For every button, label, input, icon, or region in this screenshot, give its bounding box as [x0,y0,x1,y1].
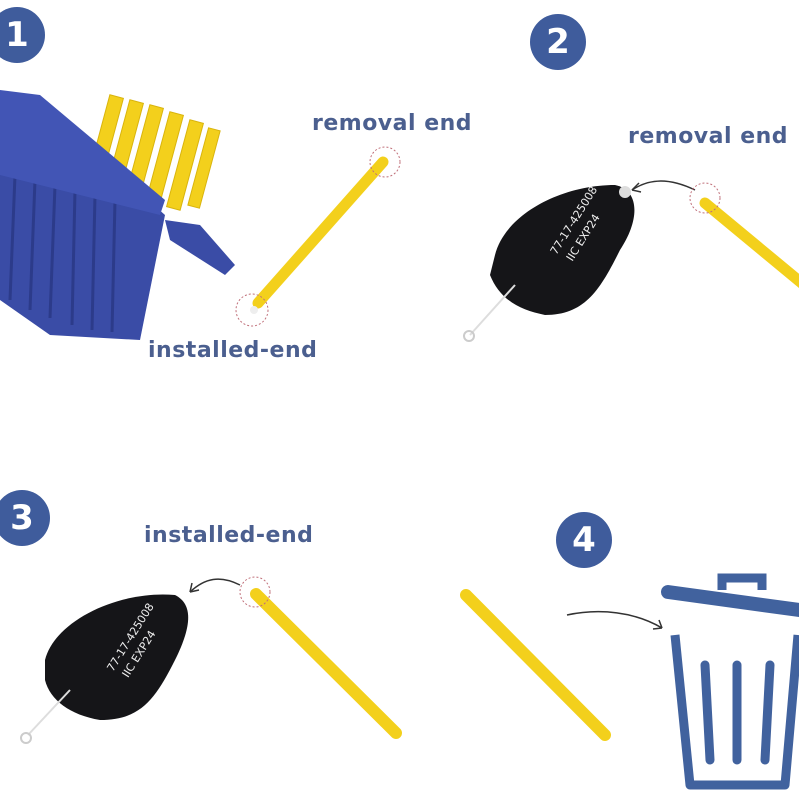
step-3-badge: 3 [0,490,50,546]
arrow-icon [566,610,663,629]
wax-guard-organizer [0,90,235,340]
wax-guard-stick-1 [235,146,401,327]
wax-guard-stick-3 [239,576,402,739]
wax-guard-stick-4 [460,589,611,741]
arrow-icon [631,180,696,191]
step1-installed-end-label: installed-end [148,338,318,363]
trash-can-icon [661,573,799,790]
step3-installed-end-label: installed-end [144,523,314,548]
wax-guard-stick-2 [689,182,799,289]
removal-end-marker [369,146,401,178]
step1-removal-end-label: removal end [312,111,473,136]
hearing-aid-2: 77-17-425008 IIC EXP24 [463,184,635,342]
hearing-aid-3: 77-17-425008 IIC EXP24 [20,594,189,744]
installed-end-marker [235,293,269,327]
arrow-icon [189,578,241,593]
step-1-badge: 1 [0,7,45,63]
step2-removal-end-label: removal end [628,124,789,149]
step-2-badge: 2 [530,14,586,70]
step-4-badge: 4 [556,512,612,568]
